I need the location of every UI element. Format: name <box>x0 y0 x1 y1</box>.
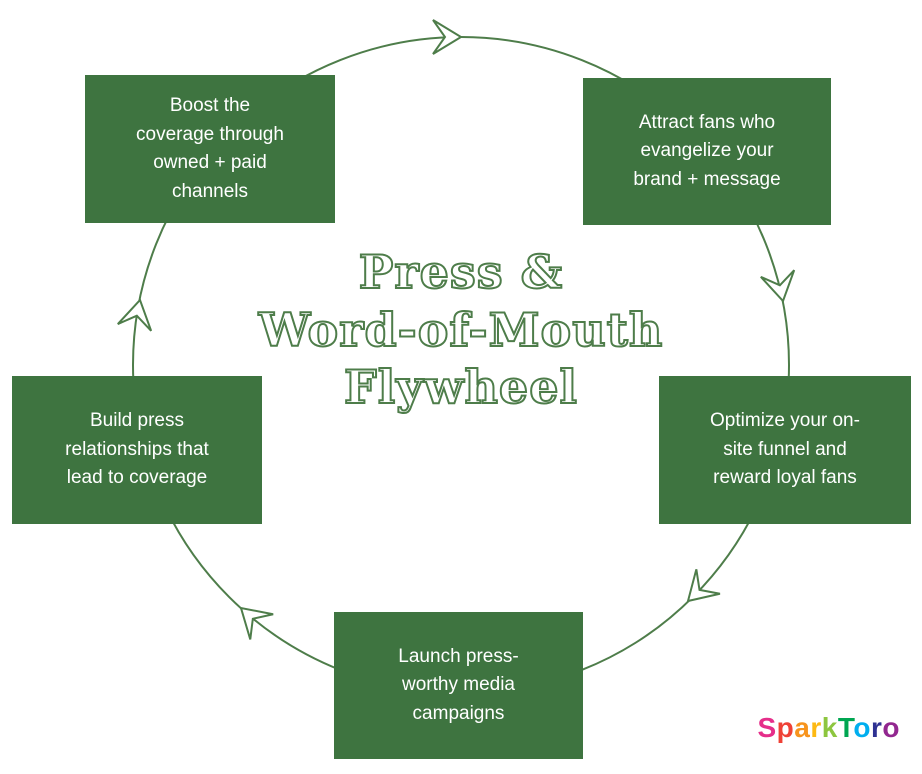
diagram-title-line2: Word-of-Mouth <box>258 302 664 358</box>
step-label: Optimize your on- site funnel and reward… <box>710 410 860 489</box>
flywheel-step-launch-campaigns: Launch press- worthy media campaigns <box>334 612 583 759</box>
flywheel-step-build-relationships: Build press relationships that lead to c… <box>12 376 262 524</box>
arrow-top-icon <box>432 19 463 55</box>
step-label: Attract fans who evangelize your brand +… <box>633 111 781 190</box>
flywheel-step-attract-fans: Attract fans who evangelize your brand +… <box>583 78 831 225</box>
sparktoro-logo: SparkToro <box>700 712 900 744</box>
arrow-right-upper-icon <box>760 269 796 303</box>
arrow-bottom-left-icon <box>239 606 274 640</box>
diagram-title-line1: Press & <box>358 244 564 300</box>
flywheel-step-optimize-funnel: Optimize your on- site funnel and reward… <box>659 376 911 524</box>
step-label: Boost the coverage through owned + paid … <box>136 95 284 202</box>
diagram-title-line3: Flywheel <box>343 359 578 415</box>
step-label: Launch press- worthy media campaigns <box>398 645 519 724</box>
arrow-right-lower-icon <box>686 569 721 603</box>
sparktoro-logo-text: SparkToro <box>757 712 900 743</box>
arrow-left-icon <box>117 298 153 332</box>
flywheel-step-boost-coverage: Boost the coverage through owned + paid … <box>85 75 335 223</box>
diagram-title: Press & Word-of-Mouth Flywheel <box>231 244 691 417</box>
step-label: Build press relationships that lead to c… <box>65 410 209 489</box>
